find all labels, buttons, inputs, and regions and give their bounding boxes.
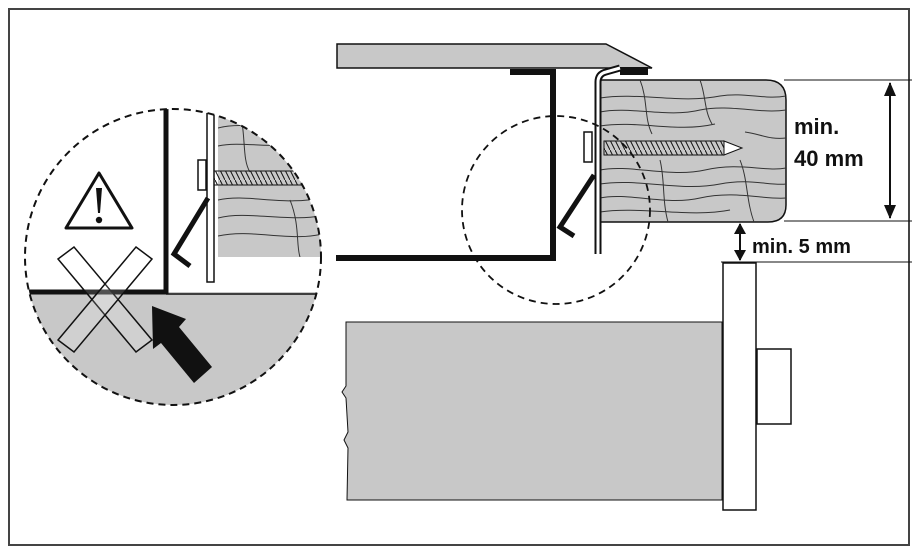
detail-clip [170, 196, 211, 268]
cross-mark-icon [56, 245, 154, 354]
main-installation-view [336, 43, 792, 511]
detail-screw-shaft [213, 170, 305, 186]
countertop-clip [620, 67, 648, 75]
height-label-line1: min. [794, 114, 839, 139]
detail-bracket-plate [206, 111, 215, 283]
detail-screw-head [197, 159, 207, 191]
screw-shaft [603, 140, 725, 156]
dimension-gap [721, 223, 912, 263]
gap-arrow-down [734, 250, 746, 261]
screw-head [583, 131, 593, 163]
detail-circle-outline [24, 108, 322, 406]
dimension-arrow-up [884, 82, 896, 96]
bracket-clip [556, 173, 597, 239]
height-label-line2: 40 mm [794, 146, 864, 171]
countertop [336, 43, 653, 69]
detail-appliance-wall [25, 109, 169, 295]
wood-grain [600, 80, 786, 222]
gap-label: min. 5 mm [752, 236, 851, 258]
detail-reference-circle [461, 115, 651, 305]
warning-triangle-icon [64, 171, 134, 230]
cabinet-side-panel [722, 262, 757, 511]
door-hinge [756, 348, 792, 425]
dimension-arrow-down [884, 205, 896, 219]
gap-arrow-up [734, 223, 746, 234]
arrow-pointer-icon [152, 306, 212, 383]
drawer-front [341, 321, 723, 501]
appliance-outline [336, 69, 556, 261]
dimension-height [784, 79, 912, 222]
